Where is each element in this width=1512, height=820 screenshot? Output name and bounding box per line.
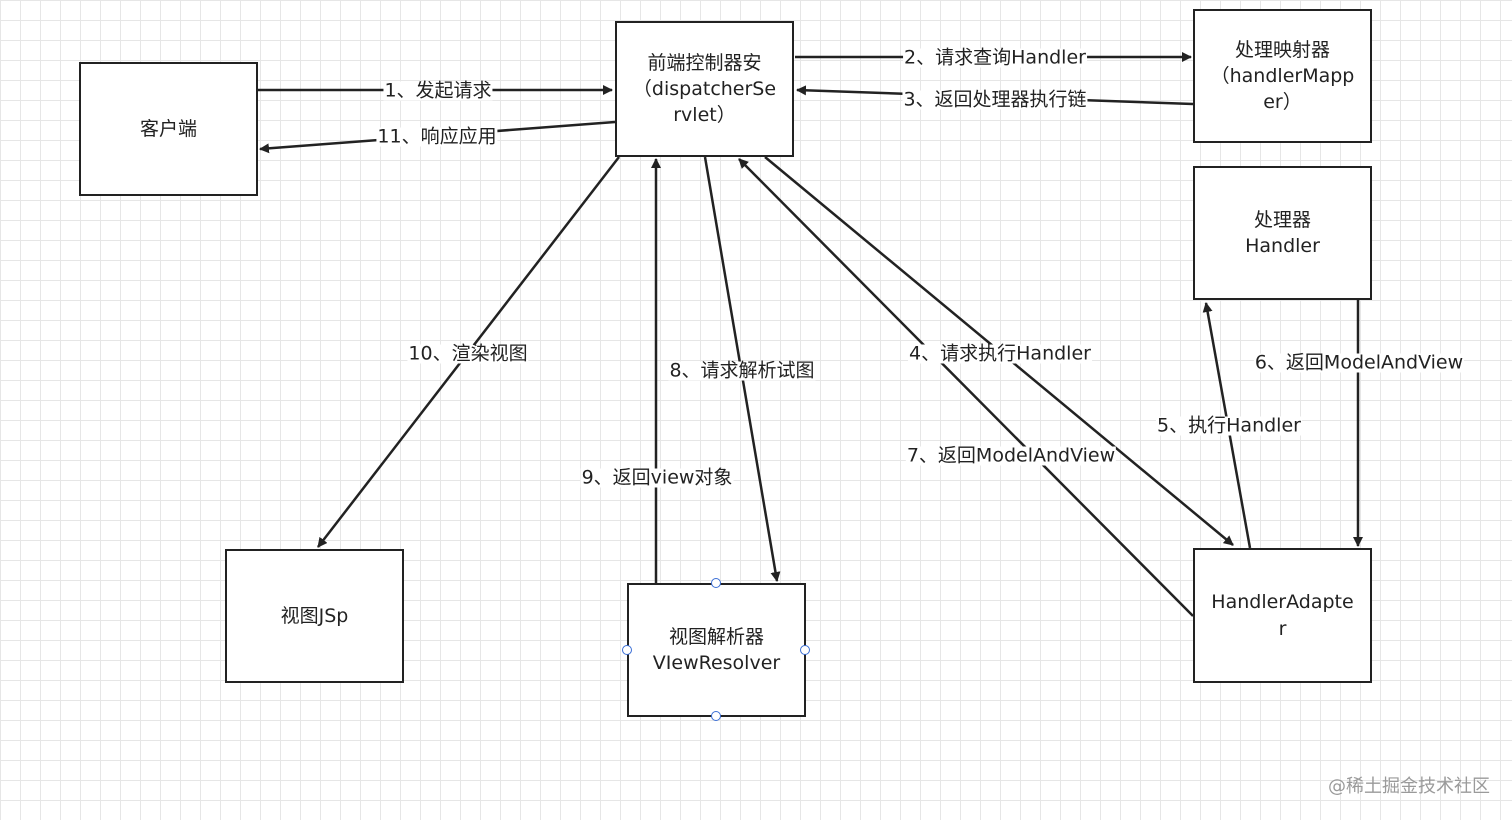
node-view-resolver-label: 视图解析器 VIewResolver bbox=[653, 624, 780, 676]
node-handler-adapter-line-1: HandlerAdapte bbox=[1211, 591, 1354, 614]
node-handler-mapping-label: 处理映射器 （handlerMapp er） bbox=[1211, 37, 1355, 116]
node-handler[interactable]: 处理器 Handler bbox=[1193, 166, 1372, 300]
node-handler-mapping[interactable]: 处理映射器 （handlerMapp er） bbox=[1193, 9, 1372, 143]
edge-e10-label: 10、渲染视图 bbox=[407, 342, 529, 365]
node-view-jsp[interactable]: 视图JSp bbox=[225, 549, 404, 683]
edge-e11-label: 11、响应应用 bbox=[376, 125, 498, 148]
edge-e5-label: 5、执行Handler bbox=[1156, 414, 1302, 437]
resize-handle-bottom[interactable] bbox=[711, 711, 721, 721]
edge-e4-label: 4、请求执行Handler bbox=[908, 342, 1092, 365]
edge-e7-arrow bbox=[738, 158, 1194, 617]
node-dispatcher-line-2: （dispatcherSe bbox=[632, 77, 777, 100]
edge-e6-label: 6、返回ModelAndView bbox=[1253, 351, 1465, 374]
node-dispatcher-servlet[interactable]: 前端控制器安 （dispatcherSe rvlet） bbox=[615, 21, 794, 157]
node-view-resolver[interactable]: 视图解析器 VIewResolver bbox=[627, 583, 806, 717]
node-handler-mapping-line-3: er） bbox=[1263, 91, 1302, 114]
node-dispatcher-line-1: 前端控制器安 bbox=[647, 51, 762, 74]
edge-e7-label: 7、返回ModelAndView bbox=[905, 444, 1117, 467]
edge-e2-label: 2、请求查询Handler bbox=[903, 46, 1087, 69]
resize-handle-left[interactable] bbox=[622, 645, 632, 655]
node-view-resolver-line-2: VIewResolver bbox=[652, 652, 781, 674]
node-handler-line-1: 处理器 bbox=[1253, 208, 1311, 231]
resize-handle-right[interactable] bbox=[800, 645, 810, 655]
node-handler-adapter-label: HandlerAdapte r bbox=[1211, 589, 1353, 641]
edge-e9-label: 9、返回view对象 bbox=[580, 466, 734, 489]
node-view-jsp-label: 视图JSp bbox=[280, 604, 349, 627]
edge-e3-label: 3、返回处理器执行链 bbox=[902, 88, 1088, 111]
node-view-resolver-line-1: 视图解析器 bbox=[668, 625, 764, 648]
watermark: @稀土掘金技术社区 bbox=[1328, 776, 1490, 797]
node-client-label: 客户端 bbox=[139, 117, 197, 140]
edge-e1-label: 1、发起请求 bbox=[383, 79, 493, 102]
node-handler-label: 处理器 Handler bbox=[1245, 207, 1320, 259]
node-dispatcher-label: 前端控制器安 （dispatcherSe rvlet） bbox=[633, 50, 776, 129]
node-client[interactable]: 客户端 bbox=[79, 62, 258, 196]
node-dispatcher-line-3: rvlet） bbox=[673, 104, 736, 127]
edge-e8-label: 8、请求解析试图 bbox=[668, 359, 816, 382]
node-handler-adapter[interactable]: HandlerAdapte r bbox=[1193, 548, 1372, 683]
node-handler-mapping-line-2: （handlerMapp bbox=[1210, 64, 1355, 87]
node-handler-line-2: Handler bbox=[1245, 235, 1320, 257]
node-handler-adapter-line-2: r bbox=[1278, 617, 1287, 640]
node-handler-mapping-line-1: 处理映射器 bbox=[1234, 38, 1330, 61]
resize-handle-top[interactable] bbox=[711, 578, 721, 588]
